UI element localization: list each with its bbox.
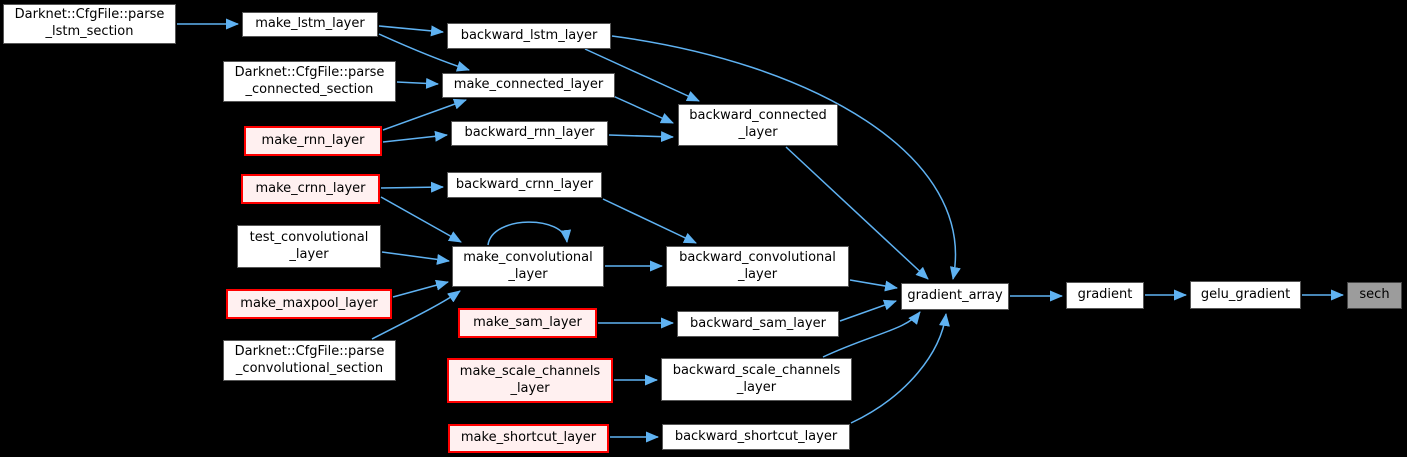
node-make-scale-channels-layer[interactable]: make_scale_channels _layer	[447, 358, 613, 403]
node-make-lstm-layer[interactable]: make_lstm_layer	[242, 12, 378, 37]
node-make-maxpool-layer[interactable]: make_maxpool_layer	[226, 289, 392, 319]
edge-make-rnn-layer-to-backward-rnn-layer	[382, 130, 448, 143]
edge-make-crnn-layer-to-make-convolutional-layer	[380, 196, 462, 243]
edge-backward-shortcut-layer-to-gradient-array	[850, 313, 950, 424]
edge-backward-crnn-layer-to-backward-convolutional-layer	[602, 198, 697, 244]
node-gradient-array[interactable]: gradient_array	[901, 283, 1009, 310]
edge-backward-sam-layer-to-gradient-array	[839, 299, 897, 322]
edge-backward-lstm-layer-to-backward-connected-layer	[584, 48, 700, 102]
edge-backward-lstm-layer-to-gradient-array	[611, 35, 961, 280]
node-make-shortcut-layer[interactable]: make_shortcut_layer	[448, 424, 609, 453]
edge-backward-scale-channels-layer-to-gradient-array	[822, 311, 921, 358]
node-make-sam-layer[interactable]: make_sam_layer	[458, 308, 597, 338]
node-sech: sech	[1347, 282, 1402, 309]
node-gelu-gradient[interactable]: gelu_gradient	[1190, 281, 1301, 309]
node-test-convolutional-layer[interactable]: test_convolutional _layer	[237, 225, 381, 268]
node-backward-convolutional-layer[interactable]: backward_convolutional _layer	[666, 246, 849, 287]
node-backward-shortcut-layer[interactable]: backward_shortcut_layer	[662, 424, 850, 450]
node-make-rnn-layer[interactable]: make_rnn_layer	[244, 126, 382, 156]
edge-backward-convolutional-layer-to-gradient-array	[849, 279, 898, 292]
node-parse-connected-section[interactable]: Darknet::CfgFile::parse _connected_secti…	[223, 61, 396, 102]
edge-make-lstm-layer-to-backward-lstm-layer	[378, 25, 444, 37]
edge-parse-convolutional-section-to-make-convolutional-layer	[371, 290, 461, 340]
edge-make-maxpool-layer-to-make-convolutional-layer	[392, 279, 449, 298]
node-backward-sam-layer[interactable]: backward_sam_layer	[677, 311, 839, 337]
node-backward-scale-channels-layer[interactable]: backward_scale_channels _layer	[661, 358, 852, 401]
edge-backward-connected-layer-to-gradient-array	[785, 146, 929, 280]
node-parse-convolutional-section[interactable]: Darknet::CfgFile::parse _convolutional_s…	[223, 340, 396, 381]
node-backward-connected-layer[interactable]: backward_connected _layer	[678, 104, 838, 146]
node-backward-lstm-layer[interactable]: backward_lstm_layer	[447, 23, 611, 49]
node-backward-rnn-layer[interactable]: backward_rnn_layer	[451, 121, 608, 146]
edge-make-lstm-layer-to-make-connected-layer	[378, 33, 470, 72]
node-backward-crnn-layer[interactable]: backward_crnn_layer	[447, 172, 602, 198]
edge-test-convolutional-layer-to-make-convolutional-layer	[381, 251, 450, 265]
node-make-convolutional-layer[interactable]: make_convolutional _layer	[452, 246, 604, 287]
edge-make-rnn-layer-to-make-connected-layer	[382, 98, 467, 131]
node-parse-lstm-section[interactable]: Darknet::CfgFile::parse _lstm_section	[3, 4, 176, 44]
node-make-connected-layer[interactable]: make_connected_layer	[442, 73, 615, 98]
edge-make-convolutional-layer-self-loop	[487, 221, 572, 246]
edge-make-connected-layer-to-backward-connected-layer	[612, 95, 674, 124]
node-make-crnn-layer[interactable]: make_crnn_layer	[241, 174, 380, 204]
edge-parse-connected-section-to-make-connected-layer	[396, 77, 439, 89]
node-gradient[interactable]: gradient	[1066, 282, 1144, 309]
edge-backward-rnn-layer-to-backward-connected-layer	[608, 131, 674, 143]
edge-make-crnn-layer-to-backward-crnn-layer	[380, 181, 444, 193]
